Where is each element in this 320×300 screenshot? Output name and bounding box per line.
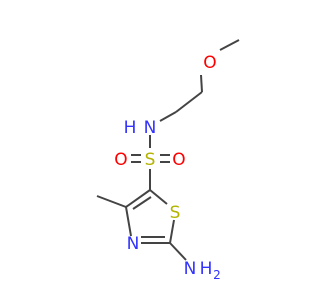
bond-o-ch2: [200, 74, 203, 93]
bond-ch3-o: [219, 39, 240, 51]
atom-n-sulfonamide: N: [144, 118, 157, 138]
bond-c4-c5-b: [132, 196, 152, 210]
bond-ch2-nh: [159, 111, 177, 122]
atom-s-sulfonyl: S: [145, 150, 156, 170]
bonds: [96, 39, 240, 261]
atom-o-methoxy: O: [203, 53, 216, 73]
atom-o-sulfonyl-left: O: [114, 150, 127, 170]
atom-h-amino-count: 2: [213, 268, 221, 282]
bond-s1-c2: [169, 219, 175, 244]
molecule-structure: O H N S O O S N N H 2: [96, 39, 240, 282]
bond-c5-s1: [149, 189, 168, 205]
atom-labels: O H N S O O S N N H 2: [114, 53, 221, 282]
atom-o-sulfonyl-right: O: [172, 150, 185, 170]
bond-ch2-ch2: [175, 91, 203, 113]
bond-c2-nh2: [169, 242, 187, 261]
atom-h-amino: H: [200, 259, 213, 279]
atom-s-ring: S: [170, 203, 181, 223]
atom-n-ring: N: [127, 234, 140, 254]
bond-c4-c5-a: [125, 189, 151, 208]
bond-c4-ch3: [96, 195, 127, 208]
atom-h-sulfonamide: H: [124, 118, 137, 138]
bond-n3-c4: [125, 206, 132, 237]
atom-n-amino: N: [184, 259, 197, 279]
